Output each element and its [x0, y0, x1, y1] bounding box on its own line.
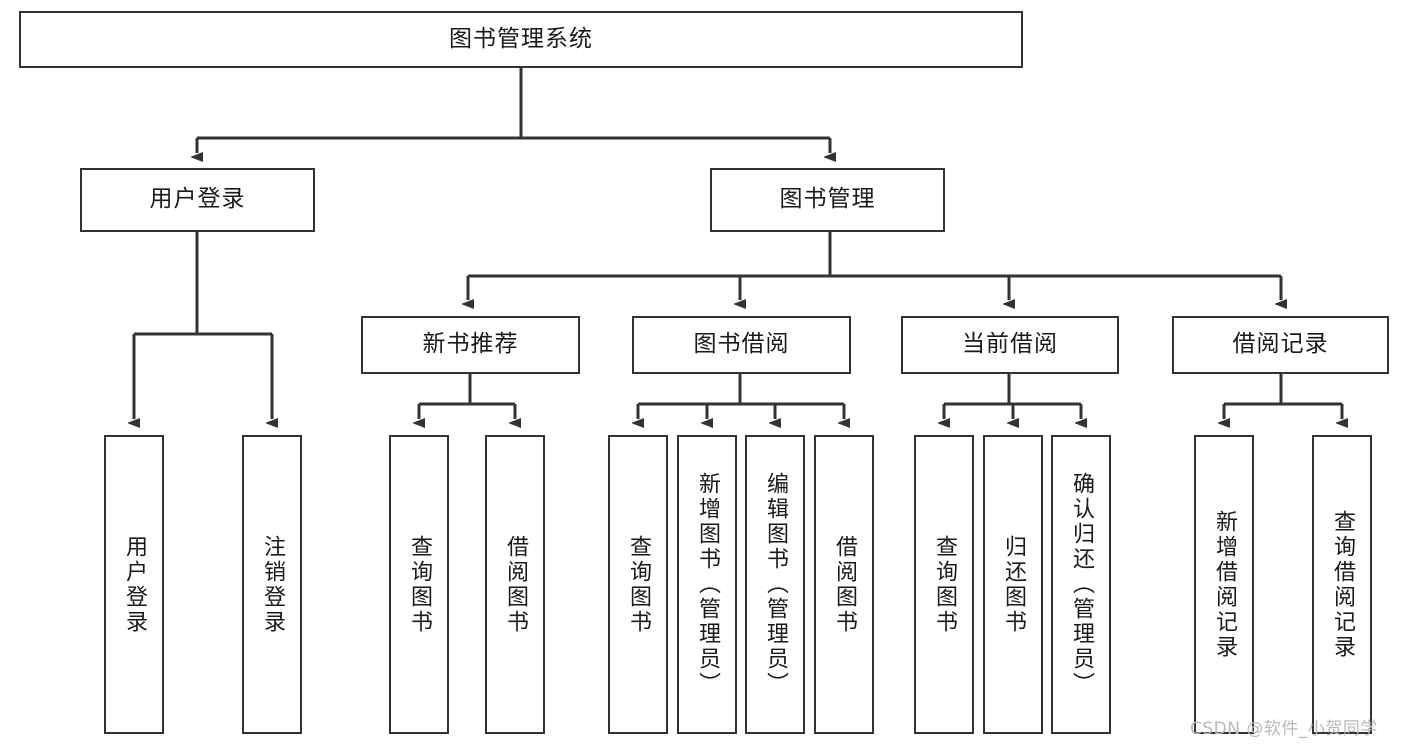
node-leaf-user-login-label: 用户登录	[122, 534, 147, 635]
node-leaf-add-borrow-record[interactable]: 新增借阅记录	[1194, 435, 1254, 734]
node-leaf-add-book-admin[interactable]: 新增图书（管理员）	[677, 435, 737, 734]
node-leaf-confirm-return-admin[interactable]: 确认归还（管理员）	[1051, 435, 1111, 734]
node-new-book-recommend-label: 新书推荐	[422, 331, 519, 358]
node-borrow-record[interactable]: 借阅记录	[1172, 316, 1389, 374]
node-leaf-return-book[interactable]: 归还图书	[983, 435, 1043, 734]
node-leaf-borrow-book-rec-label: 借阅图书	[503, 534, 528, 635]
node-leaf-user-login[interactable]: 用户登录	[104, 435, 164, 734]
node-user-login[interactable]: 用户登录	[80, 168, 315, 232]
node-leaf-borrow-book[interactable]: 借阅图书	[814, 435, 874, 734]
node-leaf-borrow-book-rec[interactable]: 借阅图书	[485, 435, 545, 734]
node-borrow-record-label: 借阅记录	[1232, 331, 1329, 358]
node-leaf-query-borrow-record[interactable]: 查询借阅记录	[1312, 435, 1372, 734]
node-current-borrow[interactable]: 当前借阅	[901, 316, 1119, 374]
node-root[interactable]: 图书管理系统	[19, 11, 1023, 68]
edge-bookborrow-to-leaves	[638, 374, 844, 419]
node-root-label: 图书管理系统	[449, 25, 593, 52]
node-leaf-logout-login[interactable]: 注销登录	[242, 435, 302, 734]
node-leaf-confirm-return-admin-label: 确认归还（管理员）	[1069, 472, 1094, 697]
node-leaf-query-book-rec[interactable]: 查询图书	[389, 435, 449, 734]
node-book-borrow-label: 图书借阅	[693, 331, 790, 358]
node-leaf-borrow-book-label: 借阅图书	[832, 534, 857, 635]
node-leaf-add-borrow-record-label: 新增借阅记录	[1212, 509, 1237, 660]
node-current-borrow-label: 当前借阅	[962, 331, 1058, 358]
node-leaf-add-book-admin-label: 新增图书（管理员）	[695, 472, 720, 697]
node-leaf-logout-login-label: 注销登录	[260, 534, 285, 635]
node-leaf-query-book-current-label: 查询图书	[932, 534, 957, 635]
node-leaf-query-book-borrow[interactable]: 查询图书	[608, 435, 668, 734]
node-leaf-query-borrow-record-label: 查询借阅记录	[1330, 509, 1355, 660]
node-book-management-label: 图书管理	[779, 186, 876, 213]
node-leaf-query-book-rec-label: 查询图书	[407, 534, 432, 635]
edge-currentborrow-to-leaves	[944, 374, 1081, 419]
node-book-management[interactable]: 图书管理	[710, 168, 945, 232]
node-leaf-edit-book-admin-label: 编辑图书（管理员）	[763, 472, 788, 697]
edge-newbook-to-leaves	[419, 374, 515, 419]
node-leaf-edit-book-admin[interactable]: 编辑图书（管理员）	[745, 435, 805, 734]
node-leaf-query-book-borrow-label: 查询图书	[626, 534, 651, 635]
edge-userlogin-to-leaves	[134, 232, 272, 419]
node-leaf-return-book-label: 归还图书	[1001, 534, 1026, 635]
edge-root-to-level2	[197, 68, 830, 153]
node-leaf-query-book-current[interactable]: 查询图书	[914, 435, 974, 734]
edge-bookmgmt-to-level3	[468, 232, 1281, 300]
node-user-login-label: 用户登录	[149, 186, 246, 213]
node-book-borrow[interactable]: 图书借阅	[632, 316, 851, 374]
edge-borrowrecord-to-leaves	[1224, 374, 1342, 419]
node-new-book-recommend[interactable]: 新书推荐	[361, 316, 580, 374]
csdn-watermark: CSDN @软件_小贺同学	[1190, 719, 1378, 739]
